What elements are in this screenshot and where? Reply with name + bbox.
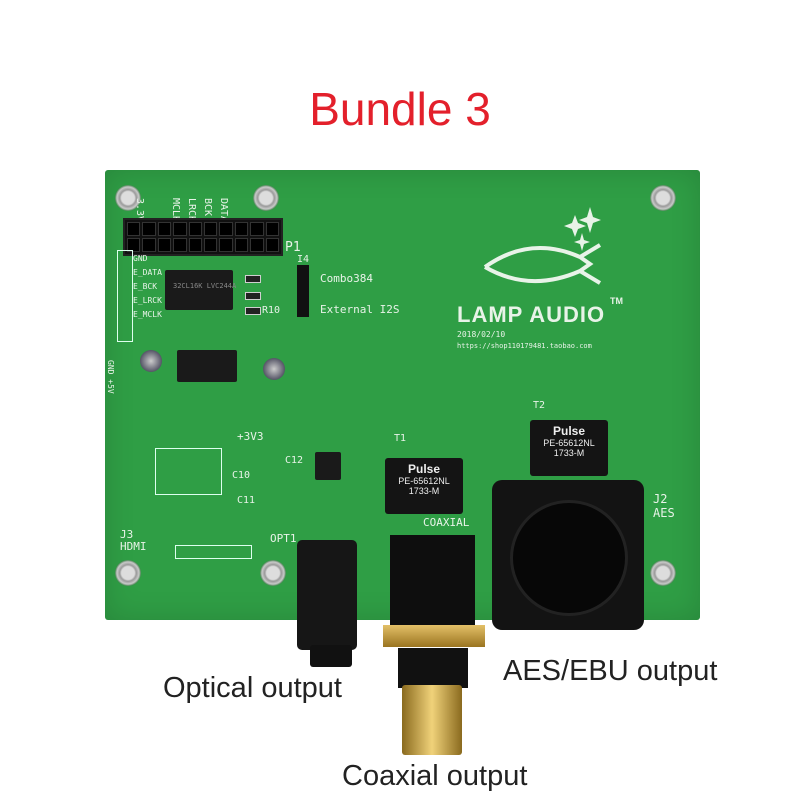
side-pin-label: GND — [133, 254, 148, 263]
coaxial-nut — [383, 625, 485, 647]
optical-output-label: Optical output — [163, 672, 342, 704]
chip-u2 — [177, 350, 237, 382]
silkscreen-c12: C12 — [285, 455, 304, 466]
silkscreen-r10: R10 — [262, 305, 281, 316]
mounting-hole — [650, 185, 676, 211]
jumper-i4[interactable] — [297, 265, 309, 317]
chip-u4: 32CL16K LVC244A — [165, 270, 236, 310]
coaxial-jack-body — [390, 535, 475, 630]
mounting-hole — [650, 560, 676, 586]
coaxial-insulator — [398, 648, 468, 688]
side-pin-header — [117, 250, 133, 342]
transformer-t2: Pulse PE-65612NL 1733-M — [530, 420, 608, 476]
capacitor-c3 — [263, 358, 285, 380]
header-pin-label: BCK — [202, 198, 213, 217]
silkscreen-opt1: OPT1 — [270, 532, 297, 545]
silkscreen-j3: J3 — [120, 528, 134, 541]
pin-header-p1 — [123, 218, 283, 256]
jumper-option: Combo384 — [320, 272, 373, 285]
fish-sparkle-logo-icon — [483, 207, 602, 285]
silkscreen-c11: C11 — [237, 495, 256, 506]
silkscreen-j2: J2 — [653, 492, 668, 506]
side-pin-label: E_DATA — [133, 268, 162, 277]
coaxial-output-label: Coaxial output — [342, 760, 528, 792]
brand-name: LAMP AUDIO — [457, 302, 606, 327]
silkscreen-hdmi: HDMI — [120, 540, 147, 553]
mounting-hole — [260, 560, 286, 586]
xlr-aes-connector[interactable] — [492, 480, 644, 630]
transformer-t1: Pulse PE-65612NL 1733-M — [385, 458, 463, 514]
page-title: Bundle 3 — [309, 83, 491, 135]
side-pin-power-label: GND +5V — [106, 360, 115, 394]
board-url: https://shop110179481.taobao.com — [457, 342, 592, 350]
aes-ebu-output-label: AES/EBU output — [503, 655, 718, 687]
chip-u1 — [315, 452, 341, 480]
hdmi-footprint — [175, 545, 252, 559]
optical-port[interactable] — [310, 645, 352, 667]
silkscreen-t1: T1 — [394, 433, 407, 444]
jumper-designator: I4 — [297, 254, 310, 265]
side-pin-label: E_MCLK — [133, 310, 162, 319]
resistor — [245, 275, 261, 283]
silkscreen-coaxial: COAXIAL — [423, 516, 470, 529]
side-pin-label: E_BCK — [133, 282, 158, 291]
silkscreen-aes: AES — [653, 506, 675, 520]
capacitor — [245, 292, 261, 300]
chip-u3 — [155, 448, 222, 495]
silkscreen-t2: T2 — [533, 400, 546, 411]
coaxial-port[interactable] — [402, 685, 462, 755]
header-designator: P1 — [285, 240, 301, 255]
mounting-hole — [115, 185, 141, 211]
mounting-hole — [253, 185, 279, 211]
capacitor-c2 — [140, 350, 162, 372]
mounting-hole — [115, 560, 141, 586]
silkscreen-3v3: +3V3 — [237, 430, 264, 443]
silkscreen-c10: C10 — [232, 470, 251, 481]
side-pin-label: E_LRCK — [133, 296, 162, 305]
resistor — [245, 307, 261, 315]
board-date: 2018/02/10 — [457, 330, 506, 339]
trademark: TM — [610, 296, 623, 306]
jumper-option: External I2S — [320, 303, 400, 316]
optical-connector — [297, 540, 357, 650]
